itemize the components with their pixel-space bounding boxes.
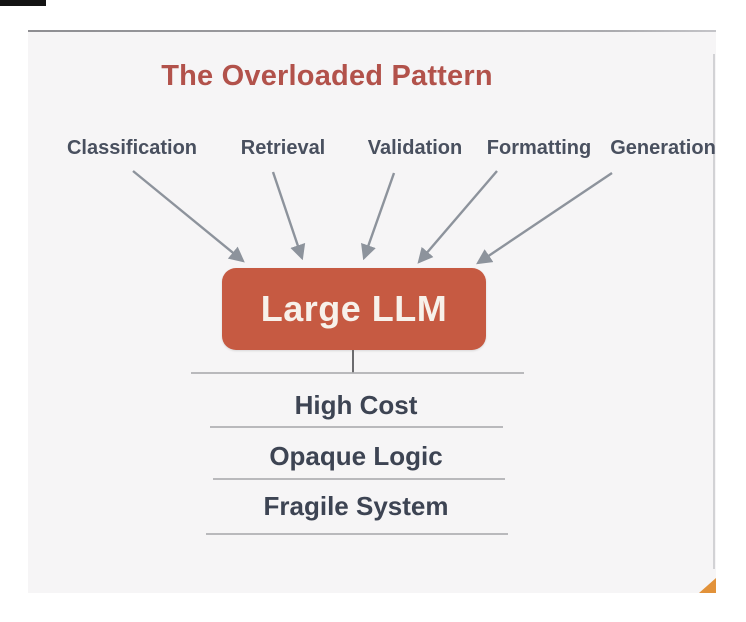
- slide-right-border: [713, 54, 715, 569]
- task-label-generation: Generation: [610, 137, 716, 159]
- consequence-opaque-logic: Opaque Logic: [269, 441, 443, 471]
- task-label-retrieval: Retrieval: [240, 137, 326, 159]
- divider-line: [210, 426, 503, 428]
- large-llm-box: Large LLM: [222, 268, 486, 350]
- task-label-validation: Validation: [367, 137, 463, 159]
- divider-line: [191, 372, 524, 374]
- top-left-corner-mark: [0, 0, 46, 6]
- divider-line: [206, 533, 508, 535]
- task-label-formatting: Formatting: [486, 137, 592, 159]
- accent-triangle-icon: [699, 578, 716, 593]
- task-label-classification: Classification: [66, 137, 198, 159]
- hub-connector-line: [352, 350, 354, 373]
- divider-line: [213, 478, 505, 480]
- consequence-high-cost: High Cost: [294, 390, 418, 420]
- consequence-fragile-system: Fragile System: [263, 491, 449, 521]
- slide-top-border: [28, 30, 716, 32]
- large-llm-label: Large LLM: [260, 288, 448, 329]
- page-title: The Overloaded Pattern: [161, 60, 493, 92]
